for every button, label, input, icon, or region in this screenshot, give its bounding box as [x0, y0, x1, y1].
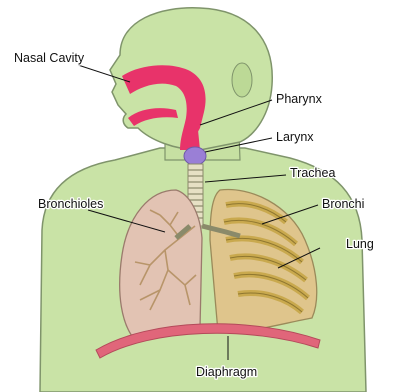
- label-larynx: Larynx: [276, 130, 314, 144]
- label-trachea: Trachea: [290, 166, 335, 180]
- label-nasal-cavity: Nasal Cavity: [14, 51, 85, 65]
- label-bronchioles: Bronchioles: [38, 197, 103, 211]
- label-bronchi: Bronchi: [322, 197, 364, 211]
- label-diaphragm: Diaphragm: [196, 365, 257, 379]
- label-lung: Lung: [346, 237, 374, 251]
- label-pharynx: Pharynx: [276, 92, 323, 106]
- ear: [232, 63, 252, 97]
- larynx: [184, 147, 206, 165]
